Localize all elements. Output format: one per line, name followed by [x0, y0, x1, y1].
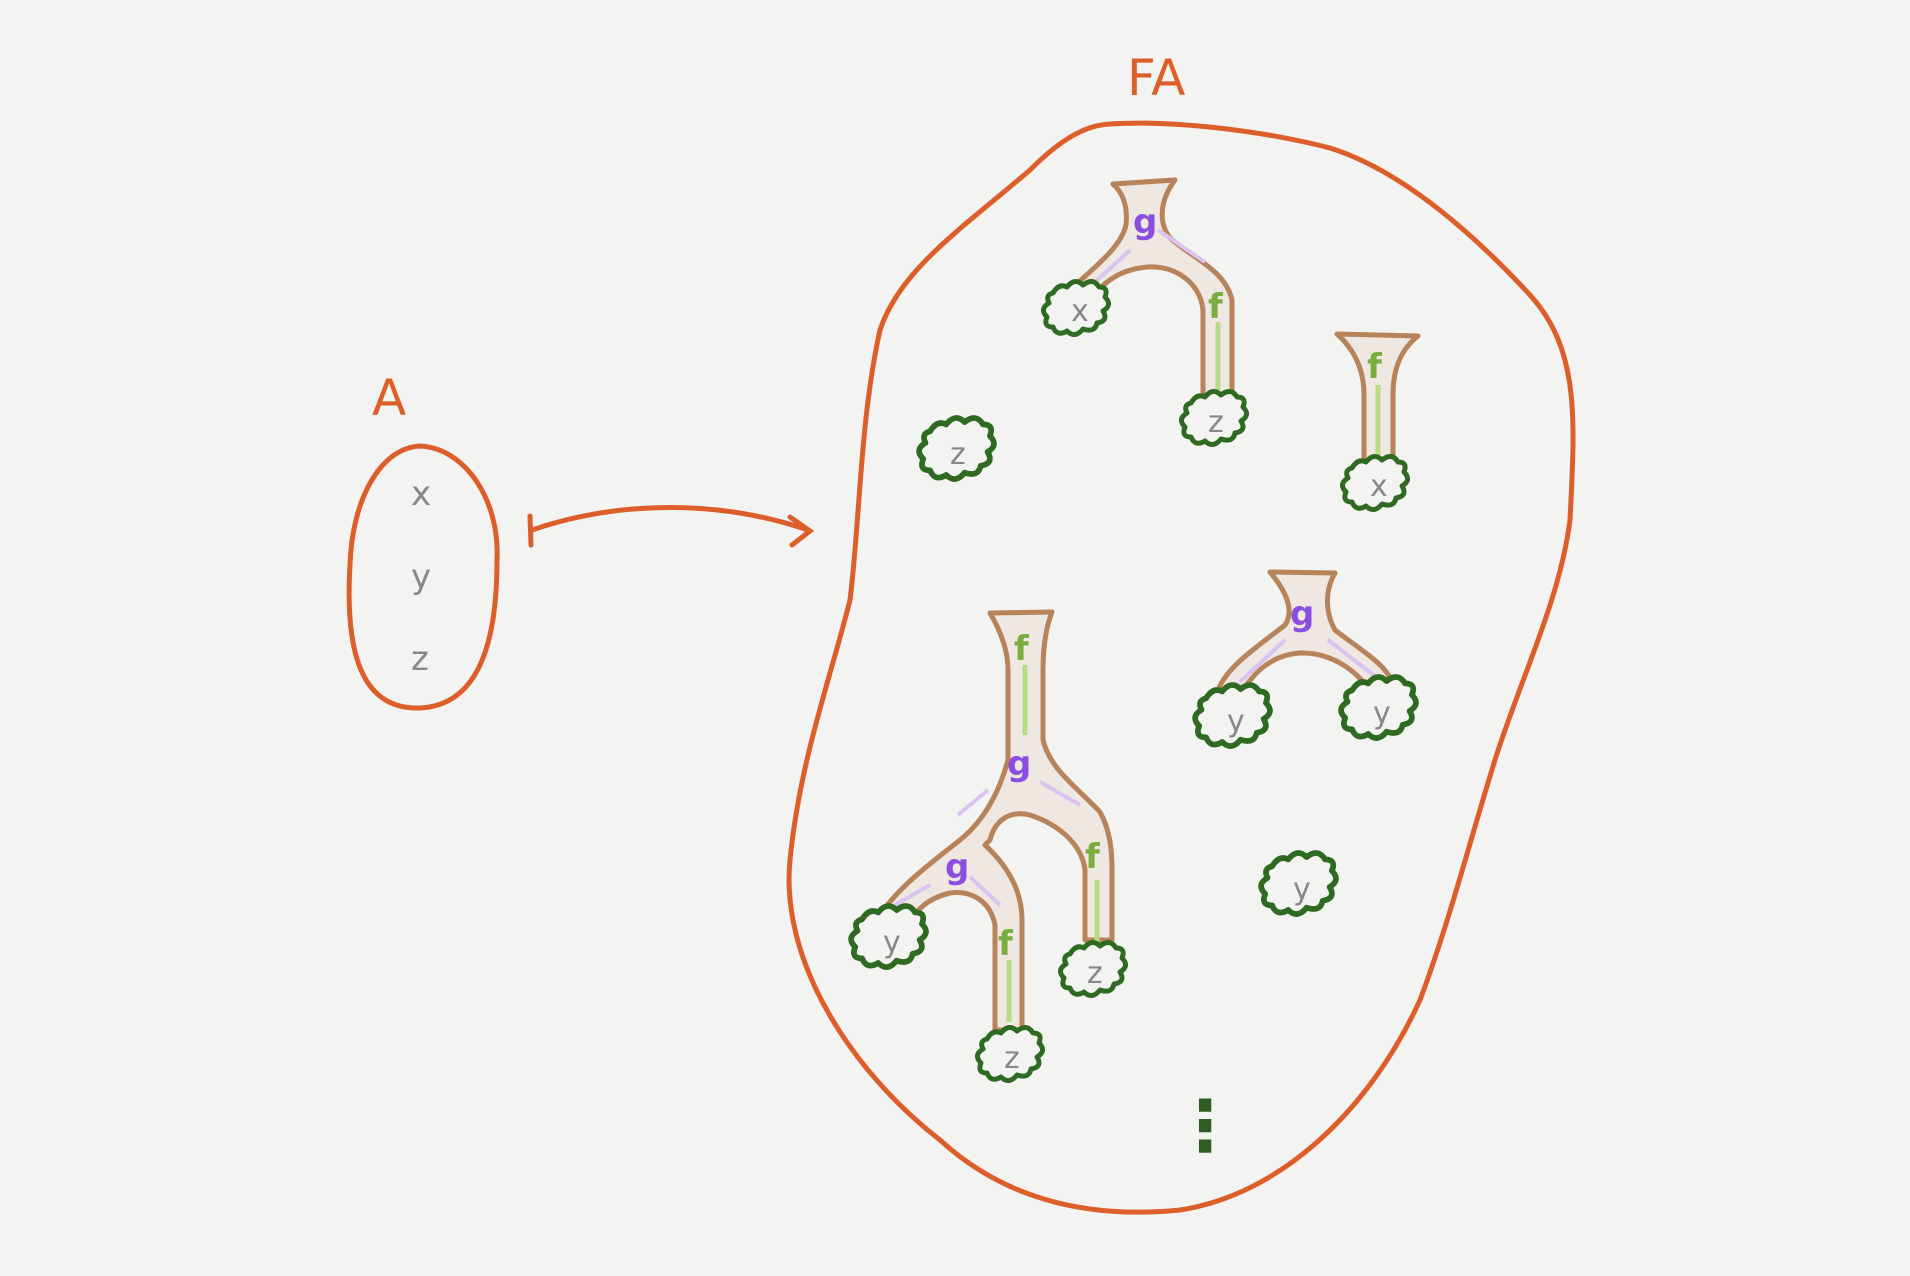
tree5-branch: [877, 609, 1115, 1033]
svg-text:y: y: [1373, 696, 1391, 731]
tree5-leaf-z-inner: z: [977, 1027, 1042, 1080]
set-a-element-y: y: [411, 557, 431, 597]
svg-text:z: z: [1004, 1041, 1020, 1076]
tree5-g-lines-mid: [894, 875, 1002, 907]
tree4-leaf-y1: y: [1195, 685, 1270, 746]
set-a-outline: [346, 443, 500, 711]
svg-text:z: z: [1087, 956, 1103, 991]
tree5-leaf-z-right: z: [1060, 942, 1125, 995]
arrow-shaft: [529, 505, 811, 533]
tree1-leaf-x: x: [1043, 281, 1108, 334]
tree4-leaf-y2: y: [1341, 677, 1416, 738]
maps-to-arrow: [527, 505, 815, 548]
svg-text:x: x: [1071, 294, 1089, 329]
tree-leaf-y: y: [1261, 853, 1336, 914]
set-a-element-z: z: [411, 639, 429, 679]
tree5-g-lines-top: [956, 780, 1081, 817]
tree5-g-top: g: [1007, 744, 1031, 784]
tree5-f-inner: f: [998, 924, 1014, 964]
tree5-f-top: f: [1014, 629, 1030, 669]
svg-text:y: y: [1227, 704, 1245, 739]
tree-leaf-z: z: [919, 418, 994, 479]
continuation-dots: ⋮: [1170, 1085, 1240, 1167]
tree4-g-lines: [1238, 638, 1382, 684]
tree1-g: g: [1133, 202, 1157, 242]
tree1-leaf-z: z: [1181, 391, 1246, 444]
set-a-label: A: [372, 369, 406, 427]
svg-text:y: y: [1293, 872, 1311, 907]
set-fa-outline: [786, 120, 1576, 1215]
tree5-leaf-y: y: [851, 906, 926, 967]
tree5-f-right: f: [1085, 837, 1101, 877]
svg-text:y: y: [883, 925, 901, 960]
set-fa: FA ⋮: [786, 49, 1576, 1215]
tree-g-x-fz: g f x z: [1043, 177, 1246, 445]
tree-f-x: f x: [1334, 331, 1421, 510]
tree4-branch: [1215, 569, 1398, 703]
tree1-f: f: [1208, 287, 1224, 327]
tree3-f: f: [1367, 347, 1383, 387]
set-a-element-x: x: [411, 474, 431, 514]
tree4-g: g: [1290, 594, 1314, 634]
set-a: A x y z: [346, 369, 500, 711]
set-fa-label: FA: [1127, 49, 1185, 107]
arrow-head: [787, 514, 815, 548]
svg-text:z: z: [950, 437, 966, 472]
tree5-g-inner: g: [945, 847, 969, 887]
svg-text:x: x: [1370, 469, 1388, 504]
tree-g-y-y: g y y: [1195, 569, 1416, 746]
tree-f-g-g-y-fz-fz: f g g f f y z z: [851, 609, 1125, 1081]
tree1-g-lines: [1090, 228, 1207, 287]
svg-text:z: z: [1208, 405, 1224, 440]
tree3-leaf-x: x: [1342, 456, 1407, 509]
